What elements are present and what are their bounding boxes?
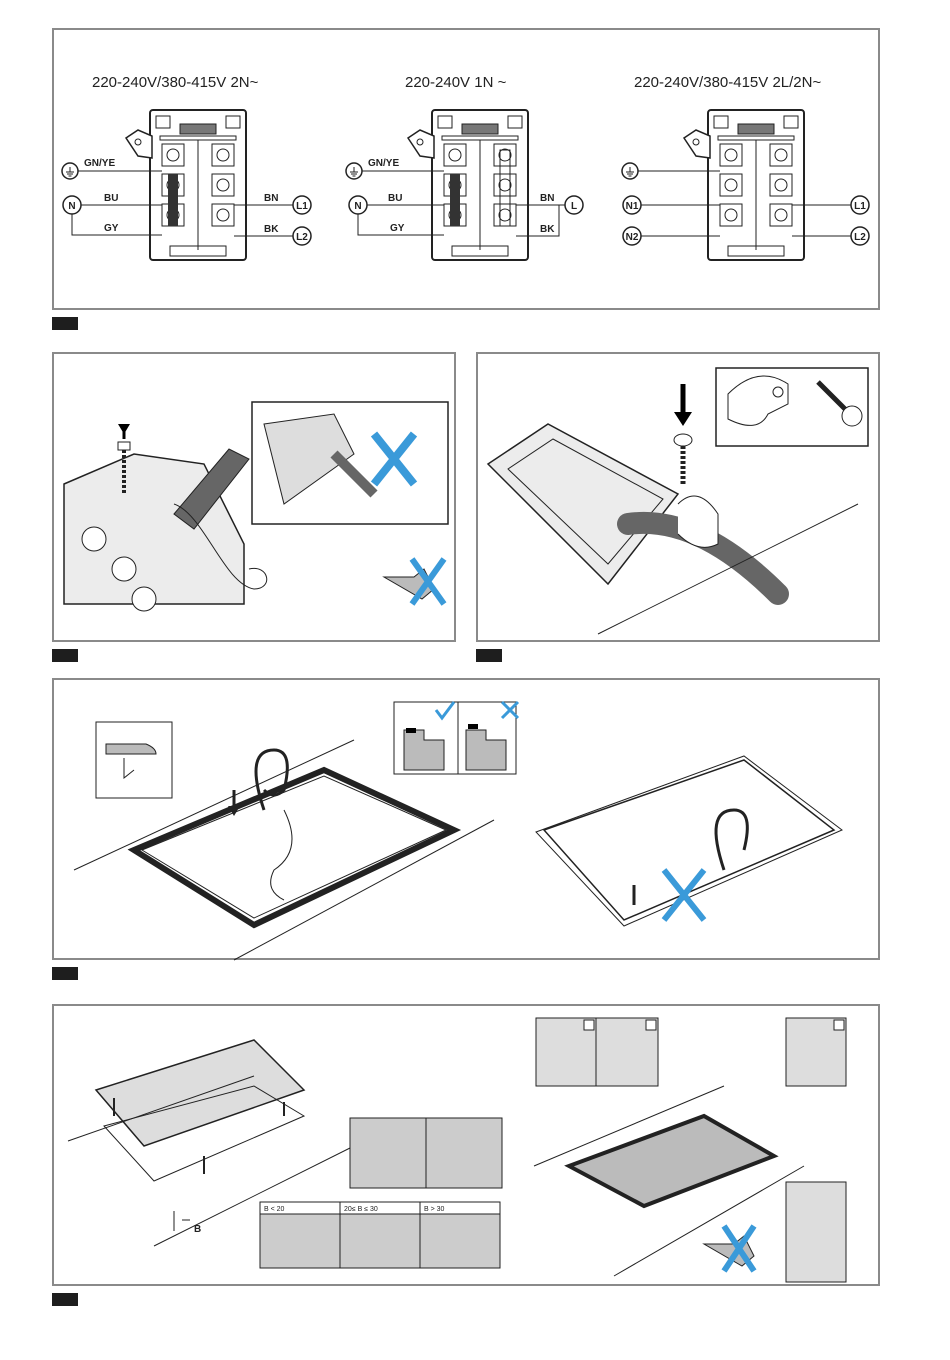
cable-clamp-drawing: [478, 354, 882, 644]
wire-label-gy-1: GY: [104, 223, 119, 234]
line-label-1a: L1: [296, 201, 308, 212]
strain-relief-panel: [52, 352, 456, 642]
neutral-label-2: N: [354, 201, 361, 212]
cross-icon: [834, 1020, 844, 1030]
wire-label-bk-2: BK: [540, 224, 555, 235]
earth-label-1: GN/YE: [84, 158, 115, 169]
profile-correct: [394, 702, 458, 774]
installation-panel: B B < 20 20≤ B ≤ 30 B > 30: [52, 1004, 880, 1286]
seal-drawing: [54, 680, 882, 962]
step-tag-1: [52, 317, 78, 330]
check-icon: [584, 1020, 594, 1030]
seal-panel: [52, 678, 880, 960]
step-tag-5: [52, 1293, 78, 1306]
terminal-block-2: [408, 110, 528, 260]
profile-wrong: [458, 702, 518, 774]
step-tag-3: [476, 649, 502, 662]
neutral-label-1: N: [68, 201, 75, 212]
step-tag-2: [52, 649, 78, 662]
seal-inset: [96, 722, 172, 798]
cable-clamp-panel: [476, 352, 880, 642]
neutral-label-3b: N2: [626, 232, 639, 243]
terminal-block-1: [126, 110, 246, 260]
wiring-drawings: GN/YE N BU GY L1 L2 BN BK GN/YE N BU GY …: [54, 30, 882, 312]
wire-label-gy-2: GY: [390, 223, 405, 234]
dimension-label: B: [194, 1224, 201, 1235]
wire-label-bn-1: BN: [264, 193, 278, 204]
clip-table-col-3: B > 30: [424, 1206, 445, 1213]
strain-relief-drawing: [54, 354, 458, 644]
no-screwdriver-icon: [384, 559, 444, 604]
step-tag-4: [52, 967, 78, 980]
clip-table-col-2: 20≤ B ≤ 30: [344, 1206, 378, 1213]
line-label-3b: L2: [854, 232, 866, 243]
check-icon: [646, 1020, 656, 1030]
wire-label-bn-2: BN: [540, 193, 554, 204]
wiring-panel: 220-240V/380-415V 2N~ 220-240V 1N ~ 220-…: [52, 28, 880, 310]
installation-drawing: B B < 20 20≤ B ≤ 30 B > 30: [54, 1006, 882, 1288]
wire-label-bk-1: BK: [264, 224, 279, 235]
earth-symbol-1: [62, 163, 78, 179]
earth-symbol-2: [346, 163, 362, 179]
earth-symbol-3: [622, 163, 638, 179]
clip-table: B < 20 20≤ B ≤ 30 B > 30: [260, 1202, 500, 1268]
neutral-label-3a: N1: [626, 201, 639, 212]
no-screwdriver-icon: [704, 1226, 754, 1271]
line-label-2: L: [571, 201, 577, 212]
wire-label-bu-1: BU: [104, 193, 118, 204]
wire-label-bu-2: BU: [388, 193, 402, 204]
earth-label-2: GN/YE: [368, 158, 399, 169]
line-label-1b: L2: [296, 232, 308, 243]
terminal-block-3: [684, 110, 804, 260]
clip-table-col-1: B < 20: [264, 1206, 285, 1213]
line-label-3a: L1: [854, 201, 866, 212]
